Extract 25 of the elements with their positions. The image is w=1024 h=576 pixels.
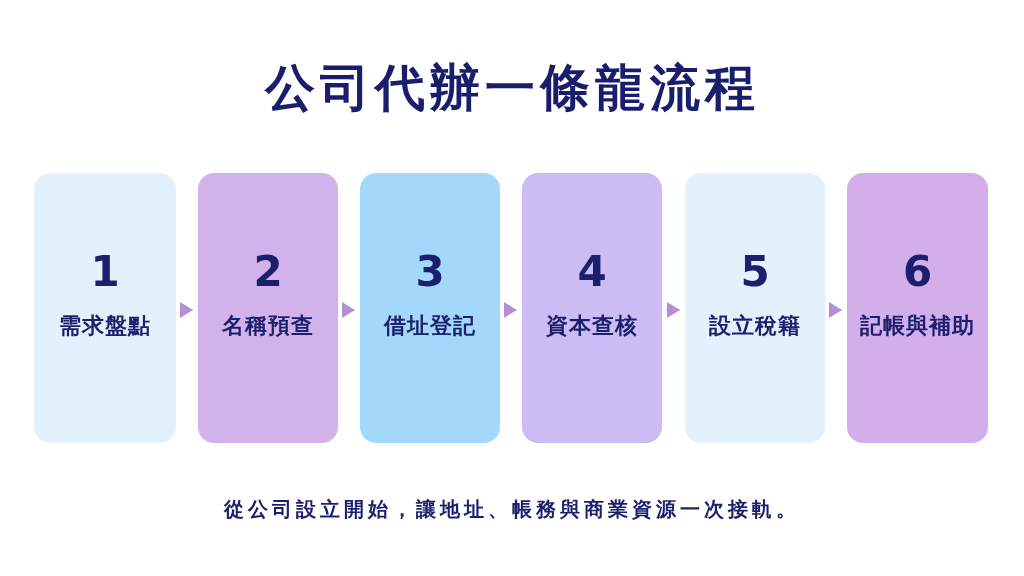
step-card <box>847 173 988 443</box>
step-number: 5 <box>740 247 770 297</box>
step-card <box>198 173 338 443</box>
step-number: 1 <box>90 247 120 297</box>
step-card <box>360 173 500 443</box>
title: 公司代辦一條龍流程 <box>264 59 760 117</box>
step-card <box>522 173 662 443</box>
step-label: 資本查核 <box>546 312 638 340</box>
arrow <box>828 302 843 318</box>
arrow <box>503 302 518 318</box>
step-label: 設立稅籍 <box>709 312 801 340</box>
step-label: 名稱預查 <box>222 312 314 340</box>
arrow <box>341 302 356 318</box>
step-label: 記帳與補助 <box>860 312 975 340</box>
step-number: 6 <box>902 247 933 297</box>
step-number: 2 <box>253 247 283 297</box>
arrow <box>179 302 194 318</box>
step-label: 借址登記 <box>384 312 476 340</box>
caption: 從公司設立開始，讓地址、帳務與商業資源一次接軌。 <box>224 497 800 521</box>
step-card <box>685 173 825 443</box>
step-card <box>34 173 176 443</box>
step-number: 3 <box>415 247 445 297</box>
arrow <box>665 302 681 318</box>
step-label: 需求盤點 <box>59 312 151 340</box>
step-number: 4 <box>577 247 607 297</box>
